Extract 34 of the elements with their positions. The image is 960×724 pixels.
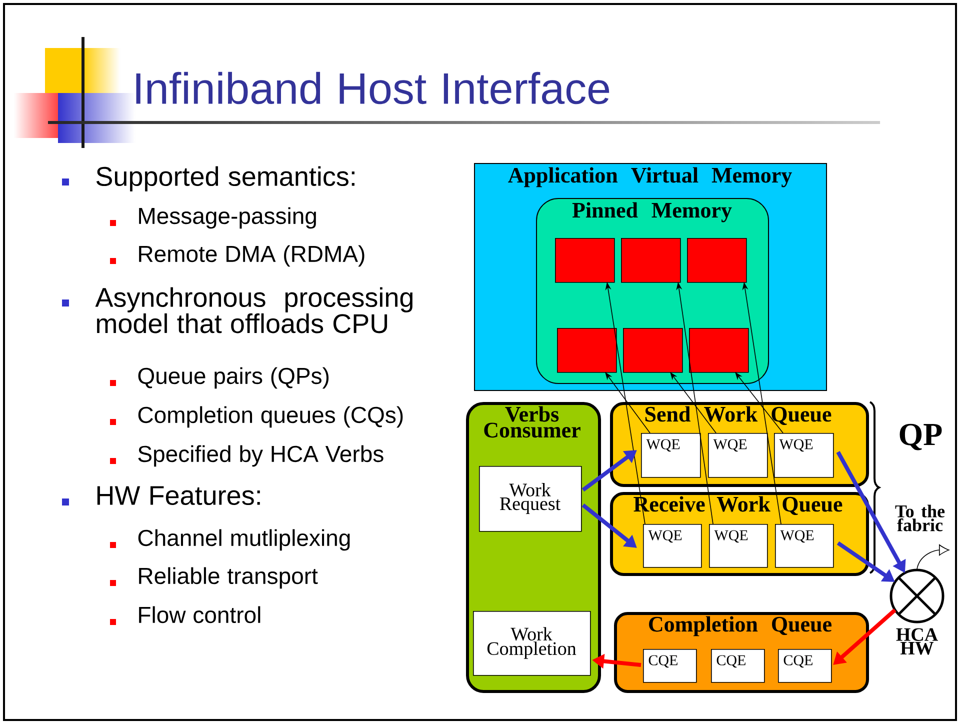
arrow <box>916 544 950 570</box>
queue-entry: WQE <box>775 524 834 568</box>
bullet-text: Reliable transport <box>139 567 318 589</box>
memory-buffer <box>689 328 749 373</box>
bullet-text: Asynchronous processing model that offloads CPU <box>95 287 412 334</box>
queue-entry: CQE <box>643 649 697 683</box>
queue-entry: WQE <box>641 433 701 478</box>
memory-buffer <box>621 238 681 283</box>
queue-entry: CQE <box>778 649 832 683</box>
queue-entry: WQE <box>709 524 768 568</box>
queue-entry: WQE <box>708 433 768 478</box>
bullet-text: Flow control <box>139 606 260 624</box>
node-caption: HCA HW <box>896 628 938 655</box>
request-box: Work Completion <box>473 611 591 676</box>
bullet-text: Remote DMA (RDMA) <box>139 245 364 267</box>
bullet-text: Channel mutliplexing <box>138 529 350 551</box>
queue-entry: CQE <box>711 649 765 683</box>
bullet-text: Supported semantics: <box>96 166 354 192</box>
bullet-text: Specified by HCA Verbs <box>138 445 384 467</box>
memory-buffer <box>555 238 615 283</box>
bullet-text: Queue pairs (QPs) <box>138 367 329 389</box>
request-box: Work Request <box>479 466 582 532</box>
memory-buffer <box>687 238 747 283</box>
memory-buffer <box>557 328 617 373</box>
bullet-text: HW Features: <box>97 486 260 506</box>
queue-pair-label: QP <box>900 424 942 450</box>
queue-entry: WQE <box>774 433 834 478</box>
bullet-text: Completion queues (CQs) <box>138 406 403 428</box>
queue-entry: WQE <box>643 524 702 568</box>
memory-buffer <box>623 328 683 373</box>
hca-symbol <box>890 568 944 624</box>
fabric-label: To the fabric <box>895 504 945 532</box>
bullet-text: Message-passing <box>139 207 316 229</box>
slide-title: Infiniband Host Interface <box>136 72 610 104</box>
